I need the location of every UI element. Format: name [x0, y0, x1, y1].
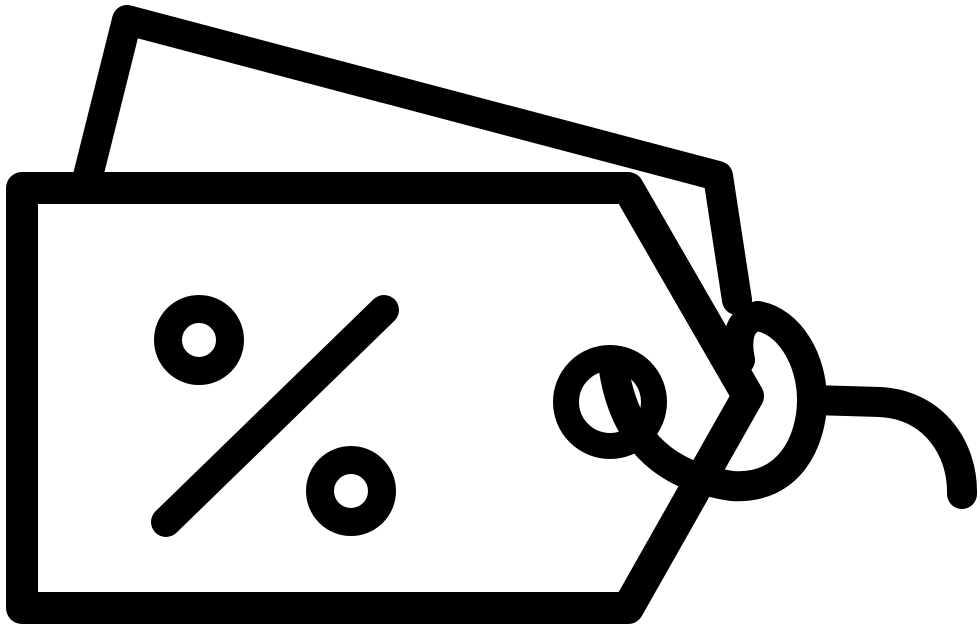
- percent-slash: [151, 295, 399, 537]
- back-tag-outline: [71, 5, 752, 315]
- front-tag-outline: [6, 172, 764, 624]
- percent-top-circle: [154, 295, 244, 385]
- percent-bottom-circle: [306, 446, 396, 536]
- tag-string: [599, 301, 827, 502]
- string-tail: [797, 385, 977, 509]
- tag-hole: [553, 345, 667, 459]
